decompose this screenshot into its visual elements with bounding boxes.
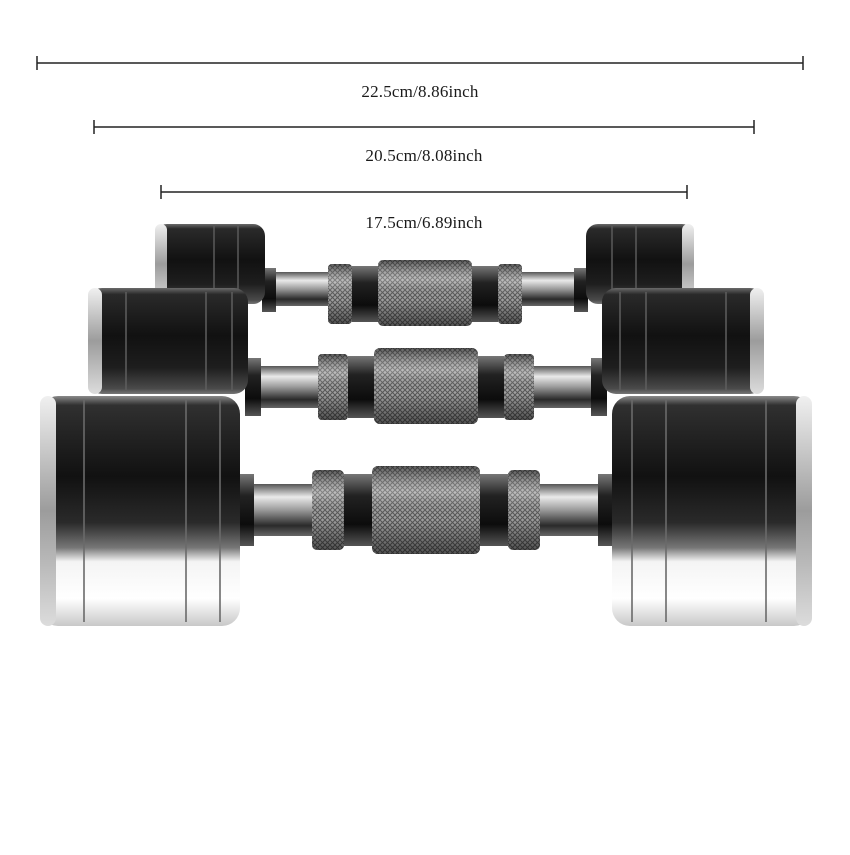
dumbbell-large [40,396,812,626]
dimension-label-large: 22.5cm/8.86inch [361,82,479,101]
dimension-label-medium: 20.5cm/8.08inch [365,146,483,165]
dimension-label-small: 17.5cm/6.89inch [365,213,483,232]
dumbbell-small [155,224,694,326]
dimension-lines [36,56,804,199]
dumbbell-medium [88,288,764,424]
